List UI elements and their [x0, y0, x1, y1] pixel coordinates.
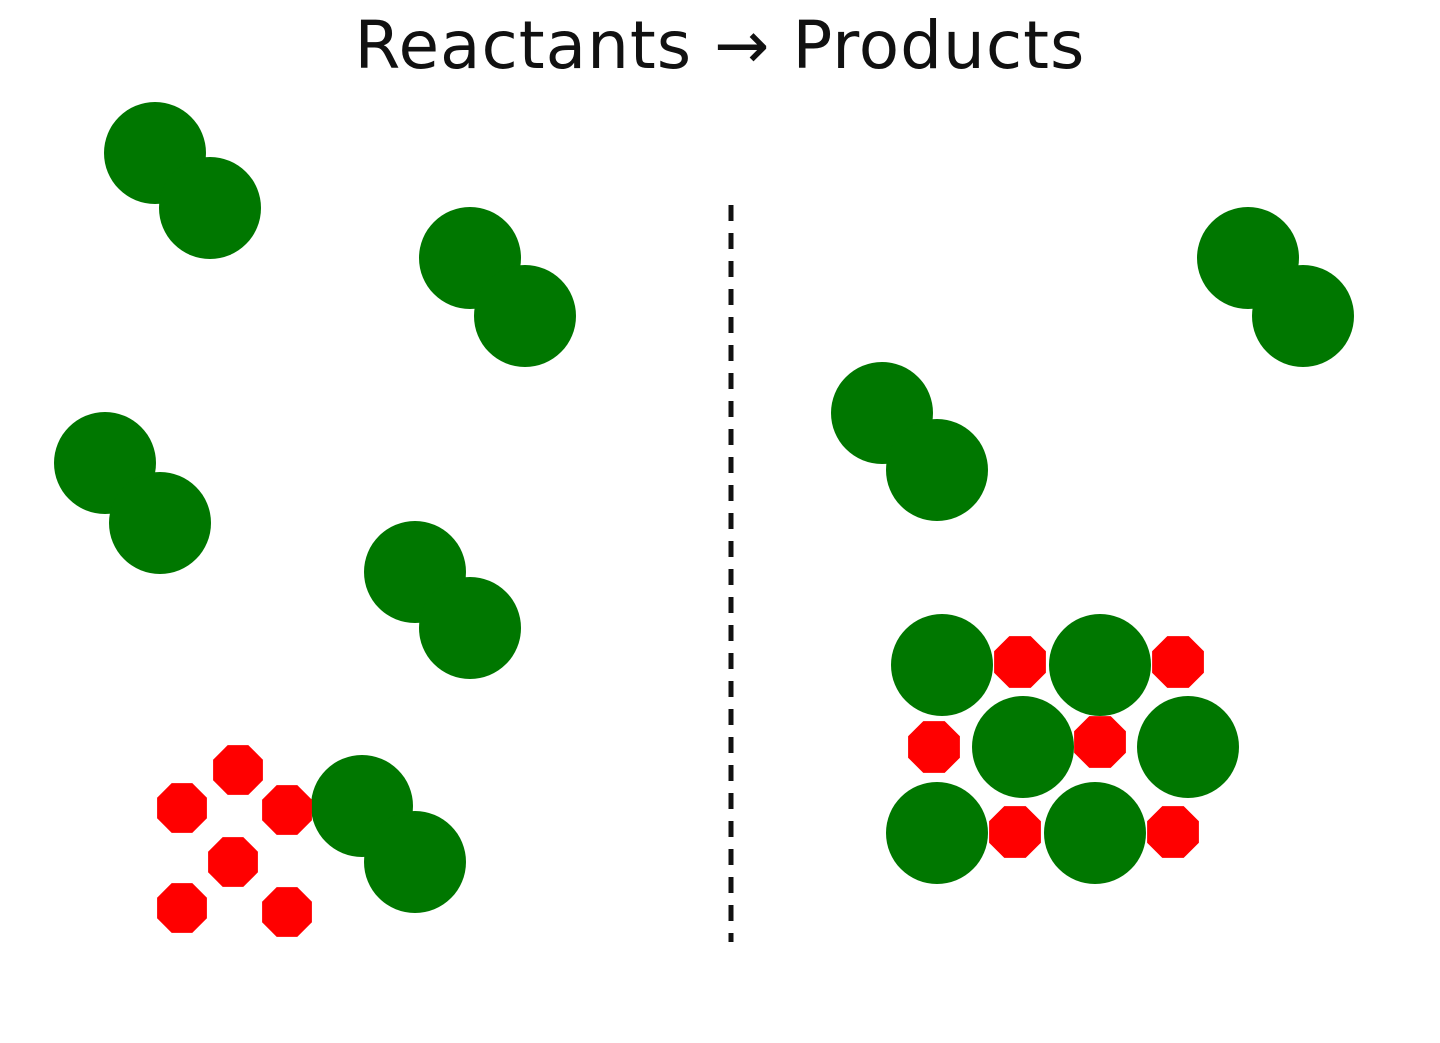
- green-diatomic-molecule: [1197, 207, 1354, 367]
- red-atom: [262, 785, 312, 835]
- green-atom: [891, 614, 993, 716]
- green-atom: [109, 472, 211, 574]
- products-side: [831, 207, 1354, 884]
- green-atom: [972, 696, 1074, 798]
- red-atom: [1152, 636, 1204, 688]
- green-diatomic-molecule: [364, 521, 521, 679]
- green-atom: [474, 265, 576, 367]
- reactants-side: [54, 102, 576, 937]
- red-atom: [157, 783, 207, 833]
- green-atom: [159, 157, 261, 259]
- green-atom: [1049, 614, 1151, 716]
- red-atom: [1147, 806, 1199, 858]
- green-diatomic-molecule: [419, 207, 576, 367]
- green-atom: [1137, 696, 1239, 798]
- red-atom: [1074, 716, 1126, 768]
- green-atom: [364, 811, 466, 913]
- green-atom: [1044, 782, 1146, 884]
- green-diatomic-molecule: [104, 102, 261, 259]
- red-atom: [213, 745, 263, 795]
- ionic-lattice: [886, 614, 1239, 884]
- green-diatomic-molecule: [54, 412, 211, 574]
- diagram-title: Reactants → Products: [354, 7, 1086, 84]
- green-atom: [886, 782, 988, 884]
- red-atom: [994, 636, 1046, 688]
- red-atom: [262, 887, 312, 937]
- red-atom: [989, 806, 1041, 858]
- red-atom: [208, 837, 258, 887]
- green-atom: [886, 419, 988, 521]
- green-diatomic-molecule: [831, 362, 988, 521]
- red-atom: [908, 721, 960, 773]
- red-atom: [157, 883, 207, 933]
- green-atom: [1252, 265, 1354, 367]
- green-diatomic-molecule: [311, 755, 466, 913]
- green-atom: [419, 577, 521, 679]
